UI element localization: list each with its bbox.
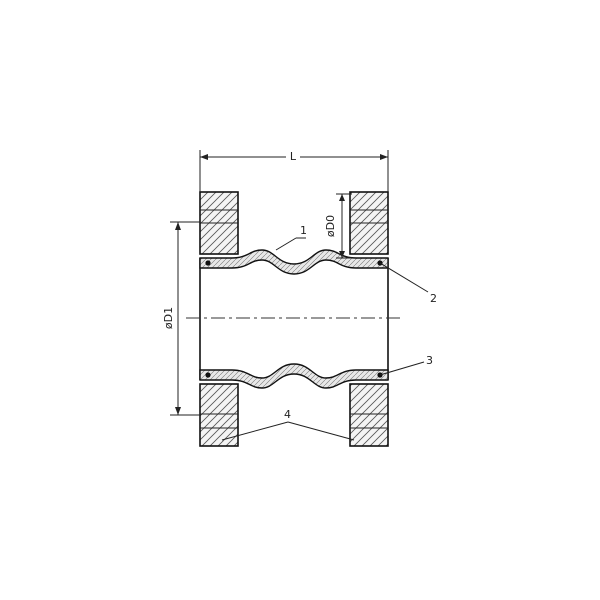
flange-right-bottom bbox=[349, 383, 389, 447]
flange-left-top bbox=[199, 191, 239, 255]
bellows-bottom bbox=[199, 363, 389, 389]
callout-2: 2 bbox=[379, 262, 437, 305]
dimension-length: L bbox=[199, 148, 389, 192]
callout-1: 1 bbox=[275, 224, 307, 251]
callout-3-label: 3 bbox=[426, 354, 433, 367]
dimension-inner-diameter-label: øD0 bbox=[324, 215, 337, 237]
bore-outline bbox=[199, 258, 389, 380]
flange-right-top bbox=[349, 191, 389, 255]
dimension-inner-diameter: øD0 bbox=[324, 193, 352, 259]
dimension-outer-diameter-label: øD1 bbox=[162, 307, 175, 329]
callout-2-label: 2 bbox=[430, 292, 437, 305]
callout-3: 3 bbox=[379, 354, 433, 376]
callout-4-label: 4 bbox=[284, 408, 291, 421]
callout-1-label: 1 bbox=[300, 224, 307, 237]
dimension-outer-diameter: øD1 bbox=[162, 221, 200, 416]
callout-4: 4 bbox=[221, 408, 355, 441]
flange-left-bottom bbox=[199, 383, 239, 447]
dimension-length-label: L bbox=[290, 150, 297, 163]
